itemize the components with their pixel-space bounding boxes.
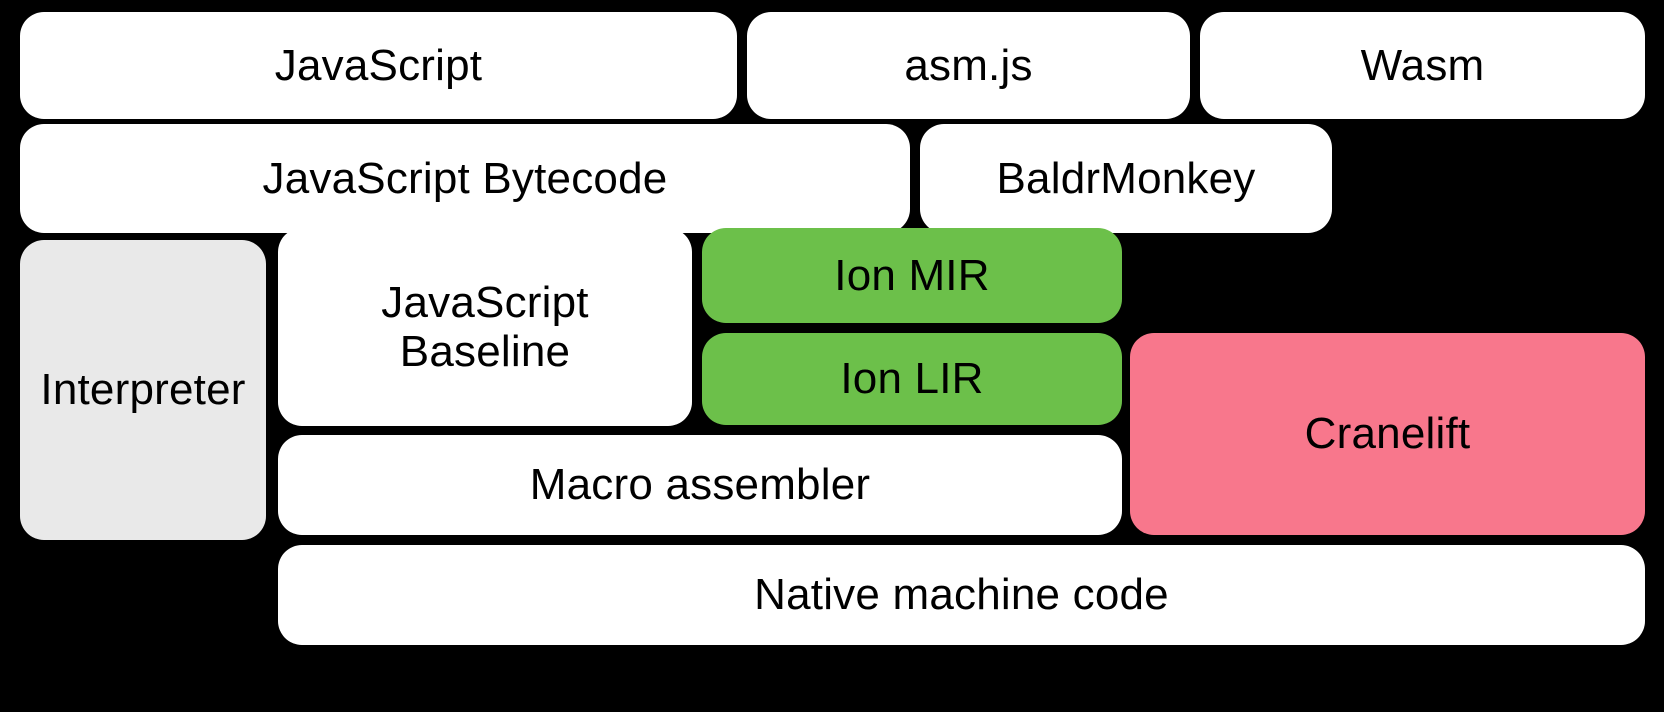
node-interpreter[interactable]: Interpreter (20, 240, 266, 540)
node-ion-lir[interactable]: Ion LIR (702, 333, 1122, 425)
node-asm-js[interactable]: asm.js (747, 12, 1190, 119)
node-baldrmonkey[interactable]: BaldrMonkey (920, 124, 1332, 233)
node-ion-mir[interactable]: Ion MIR (702, 228, 1122, 323)
node-javascript-bytecode[interactable]: JavaScript Bytecode (20, 124, 910, 233)
node-javascript-source[interactable]: JavaScript (20, 12, 737, 119)
node-macro-assembler[interactable]: Macro assembler (278, 435, 1122, 535)
node-javascript-baseline[interactable]: JavaScript Baseline (278, 228, 692, 426)
node-wasm[interactable]: Wasm (1200, 12, 1645, 119)
node-cranelift[interactable]: Cranelift (1130, 333, 1645, 535)
node-native-machine-code[interactable]: Native machine code (278, 545, 1645, 645)
